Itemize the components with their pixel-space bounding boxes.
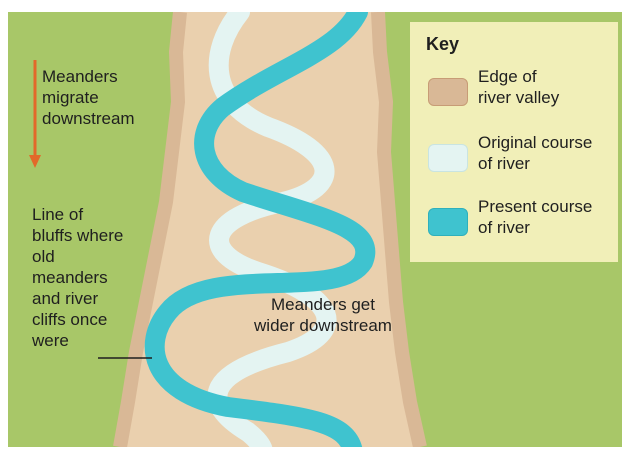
migrate-line: downstream xyxy=(42,109,135,128)
migrate-line: Meanders xyxy=(42,67,118,86)
bluffs-line: meanders xyxy=(32,268,108,287)
diagram-canvas xyxy=(29,12,427,447)
key-item-line: Present course xyxy=(478,197,593,216)
bluffs-label: Line of bluffs where old meanders and ri… xyxy=(32,204,123,351)
wider-line: Meanders get xyxy=(271,295,375,314)
present-river-course xyxy=(144,12,376,447)
original-course-swatch xyxy=(428,144,468,172)
migrate-line: migrate xyxy=(42,88,99,107)
valley-edge-left xyxy=(113,12,187,447)
present-course-swatch xyxy=(428,208,468,236)
bluffs-line: old xyxy=(32,247,55,266)
key-item-line: Original course xyxy=(478,133,593,152)
valley-edge-swatch xyxy=(428,78,468,106)
wider-label: Meanders get wider downstream xyxy=(238,294,408,336)
wider-line: wider downstream xyxy=(254,316,392,335)
bluffs-line: Line of xyxy=(32,205,84,224)
downstream-arrow xyxy=(29,60,41,168)
migrate-label: Meanders migrate downstream xyxy=(42,66,135,129)
valley-edge-right xyxy=(371,12,427,447)
key-item-line: Edge of xyxy=(478,67,537,86)
key-item-valley-edge: Edge of river valley xyxy=(478,66,559,108)
bluffs-line: were xyxy=(32,331,69,350)
river-diagram: Meanders migrate downstream Line of bluf… xyxy=(8,12,622,447)
bluffs-line: and river xyxy=(32,289,99,308)
key-item-original-course: Original course of river xyxy=(478,132,592,174)
valley-floor xyxy=(120,12,420,447)
key-item-present-course: Present course of river xyxy=(478,196,592,238)
key-item-line: of river xyxy=(478,218,530,237)
bluffs-line: bluffs where xyxy=(32,226,124,245)
key-title: Key xyxy=(426,34,460,54)
key-item-line: river valley xyxy=(478,88,560,107)
key-item-line: of river xyxy=(478,154,530,173)
bluffs-line: cliffs once xyxy=(32,310,108,329)
key-box: Key Edge of river valley Original course… xyxy=(410,22,618,262)
